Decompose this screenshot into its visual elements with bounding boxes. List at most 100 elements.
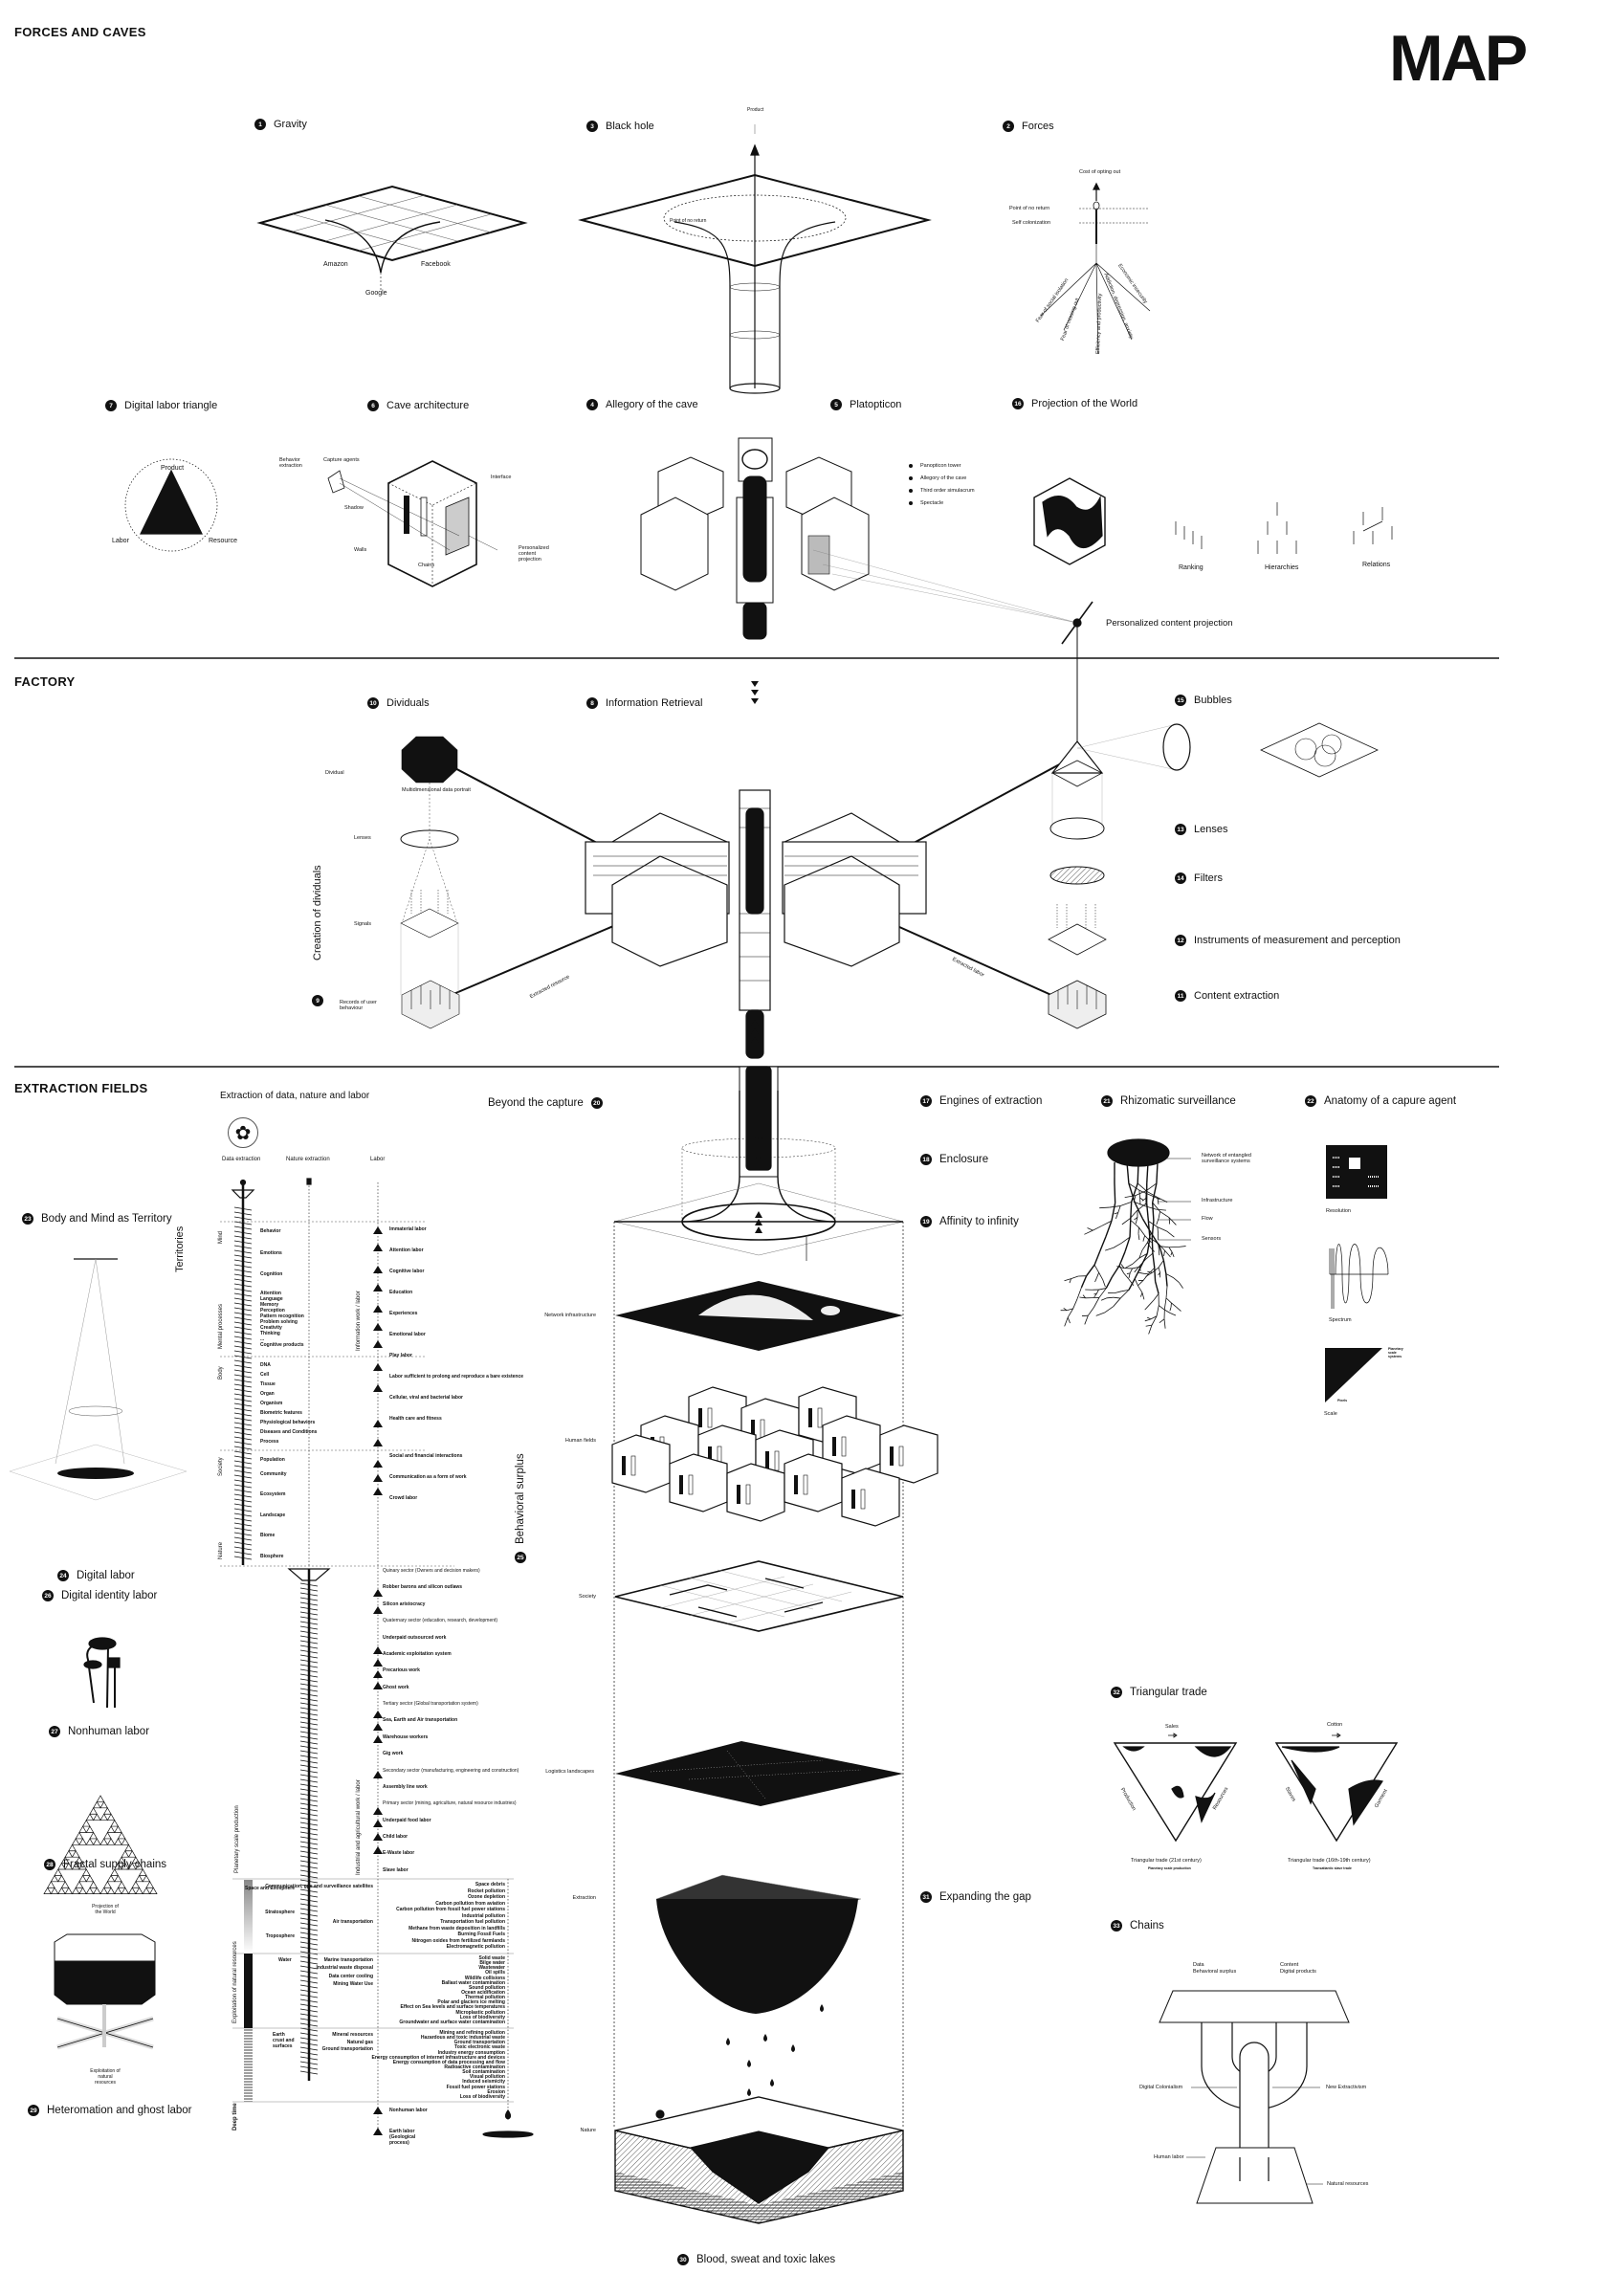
label-records-of-user-behaviour: Records of user behaviour [340, 1000, 377, 1011]
root-branch [1163, 1297, 1167, 1310]
list-item: Stratosphere [265, 1910, 295, 1915]
person-outline [745, 1484, 751, 1505]
root-branch [1071, 1275, 1079, 1279]
chains-label-products: Digital products [1280, 1969, 1316, 1975]
heteromation-panopticon [54, 1933, 156, 2050]
root-branch [1084, 1315, 1089, 1325]
fractal-triangle [71, 1838, 80, 1845]
item-label: Allegory of the cave [606, 399, 698, 410]
fractal-triangle [93, 1887, 101, 1895]
root-branch [1130, 1209, 1138, 1219]
label-industrial-work: Industrial and agricultural work / labor [356, 1779, 362, 1875]
root-branch [1116, 1266, 1125, 1269]
digital-labor-triangle-diagram [124, 458, 218, 552]
item-label: Forces [1022, 121, 1054, 132]
fractal-triangle [96, 1795, 105, 1802]
person-outline [898, 1446, 904, 1467]
root-branch [1159, 1305, 1165, 1311]
gravity-label-amazon: Amazon [323, 261, 348, 268]
root-branch [1119, 1290, 1130, 1299]
fractal-triangle [85, 1874, 95, 1883]
root-branch [1105, 1276, 1114, 1289]
root-branch [1168, 1247, 1173, 1252]
root-branch [1128, 1278, 1136, 1291]
fractal-triangle [54, 1868, 63, 1876]
item-label: Beyond the capture [488, 1097, 584, 1109]
list-item: Wastewater [478, 1965, 505, 1972]
item-label: Rhizomatic surveillance [1120, 1095, 1236, 1107]
layer-frame [613, 1222, 904, 2129]
territory-band-lines [220, 1221, 454, 1567]
layer-label-nature: Nature [580, 2128, 596, 2133]
root-branch [1093, 1292, 1097, 1295]
label-earth-crust: Earth crust and surfaces [273, 2032, 295, 2049]
root-branch [1146, 1237, 1151, 1254]
chains-label-natural: Natural resources [1327, 2181, 1369, 2187]
layer-society [614, 1560, 904, 1632]
root-branch [1173, 1277, 1180, 1283]
cave-architecture-diagram [327, 460, 498, 587]
list-item: Quaternary sector (education, research, … [383, 1618, 498, 1624]
fractal-triangle [114, 1874, 122, 1883]
root-branch [1098, 1288, 1107, 1298]
data-extraction-screw [231, 1179, 255, 1565]
person-outline [688, 1474, 694, 1495]
list-item: Cell [260, 1372, 270, 1378]
root-branch [1171, 1251, 1175, 1257]
list-item: Carbon pollution from fossil fuel power … [396, 1907, 505, 1912]
list-item: Physiological behaviors [260, 1420, 316, 1425]
labor-triangle-marker [373, 1363, 383, 1371]
list-item: Tertiary sector (Global transportation s… [383, 1701, 478, 1707]
fractal-triangle [89, 1807, 98, 1815]
item-label: Platopticon [850, 399, 902, 410]
capture-agent-resolution-chart [1326, 1145, 1387, 1199]
item-number: 9 [312, 995, 323, 1006]
list-item: Experiences [389, 1311, 418, 1316]
root-branch [1156, 1161, 1159, 1184]
legend-label: Spectacle [920, 500, 944, 506]
cave-label-interface: Interface [491, 475, 512, 480]
item-number: 20 [590, 1097, 603, 1109]
trade2-title: Triangular trade (16th-19th century) [1288, 1858, 1371, 1864]
item-number: 19 [920, 1216, 932, 1227]
layer-label-extraction: Extraction [572, 1895, 596, 1901]
fractal-triangle [106, 1838, 116, 1845]
label-water: Water [278, 1957, 292, 1963]
root-branch [1137, 1182, 1148, 1192]
label-lenses-left: Lenses [354, 835, 371, 841]
list-item: Language [260, 1296, 283, 1302]
legend-label: Allegory of the cave [920, 475, 967, 481]
fractal-triangle [81, 1819, 91, 1827]
root-branch [1165, 1297, 1172, 1304]
chains-label-colonialism: Digital Colonialism [1139, 2085, 1183, 2090]
trade1-title: Triangular trade (21st century) [1131, 1858, 1202, 1864]
fractal-triangle [85, 1838, 95, 1845]
root-branch [1109, 1205, 1121, 1208]
labor-triangle-marker [373, 2128, 383, 2135]
labor-triangle-marker [373, 1735, 383, 1743]
root-branch [1080, 1275, 1088, 1289]
list-item: Primary sector (mining, agriculture, nat… [383, 1800, 517, 1807]
layer-nature [614, 2096, 904, 2224]
legend-item: Allegory of the cave [909, 475, 975, 481]
root-branch [1141, 1292, 1145, 1300]
list-item: Marine transportation [323, 1957, 373, 1963]
root-branch [1159, 1211, 1170, 1219]
root-branch [1088, 1307, 1094, 1316]
root-branch [1118, 1251, 1126, 1267]
root-branch [1134, 1266, 1140, 1273]
list-item: Secondary sector (manufacturing, enginee… [383, 1767, 519, 1774]
list-item: Memory [260, 1302, 279, 1308]
root-branch [1064, 1278, 1071, 1282]
list-item: Emotional labor [389, 1332, 426, 1337]
root-branch [1082, 1294, 1086, 1299]
root-branch [1146, 1316, 1152, 1320]
fractal-triangle [106, 1874, 116, 1883]
list-item: Underpaid food labor [383, 1817, 431, 1823]
labor-triangle-marker [373, 1606, 383, 1614]
person-outline [803, 1474, 808, 1495]
item-label: Digital identity labor [61, 1590, 158, 1601]
